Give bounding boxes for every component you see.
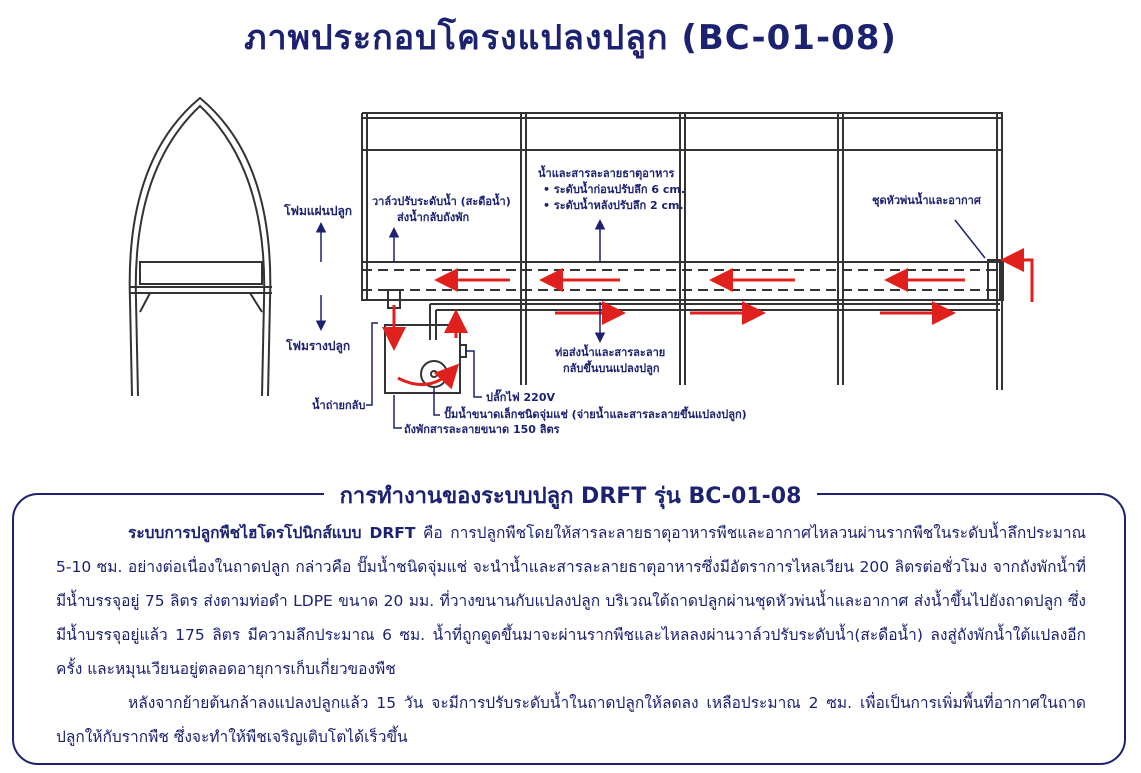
label-plug: ปลั๊กไฟ 220V [486,389,555,404]
side-view-frame [128,96,272,397]
label-foam-sheet: โฟมแผ่นปลูก [283,203,352,219]
label-pump: ปั๊มน้ำขนาดเล็กชนิดจุ่มแช่ (จ่ายน้ำและสา… [444,406,747,422]
section-heading: การทำงานของระบบปลูก DRFT รุ่น BC-01-08 [323,484,818,509]
paragraph-1-text: คือ การปลูกพืชโดยให้สารละลายธาตุอาหารพืช… [56,524,1086,678]
label-valve-return: ส่งน้ำกลับถังพัก [397,209,469,224]
page-title: ภาพประกอบโครงแปลงปลูก (BC-01-08) [244,18,897,58]
bed-frame [361,112,1004,394]
paragraph-1: ระบบการปลูกพืชไฮโดรโปนิกส์แบบ DRFT คือ ก… [56,516,1086,686]
paragraph-1-lead: ระบบการปลูกพืชไฮโดรโปนิกส์แบบ DRFT [128,524,416,542]
description-text: ระบบการปลูกพืชไฮโดรโปนิกส์แบบ DRFT คือ ก… [56,516,1086,754]
label-valve: วาล์วปรับระดับน้ำ (สะดือน้ำ) [372,193,511,208]
label-level-title: น้ำและสารละลายธาตุอาหาร [538,165,674,181]
label-pipe-return: กลับขึ้นบนแปลงปลูก [563,360,660,376]
leader-lines [315,219,986,429]
paragraph-2: หลังจากย้ายต้นกล้าลงแปลงปลูกแล้ว 15 วัน … [56,694,1086,746]
label-foam-trough: โฟมรางปลูก [285,338,350,354]
label-level-after: • ระดับน้ำหลังปรับลึก 2 cm. [543,197,684,212]
label-sprayer: ชุดหัวพ่นน้ำและอากาศ [872,192,982,208]
label-return-water: น้ำถ่ายกลับ [312,397,365,412]
label-tank: ถังพักสารละลายขนาด 150 ลิตร [404,423,560,436]
flow-arrows [382,248,1034,390]
label-level-before: • ระดับน้ำก่อนปรับลึก 6 cm. [543,181,685,196]
bed-frame-diagram: โฟมแผ่นปลูก โฟมรางปลูก วาล์วปรับระดับน้ำ… [128,96,1034,436]
label-pipe: ท่อส่งน้ำและสารละลาย [555,344,665,359]
